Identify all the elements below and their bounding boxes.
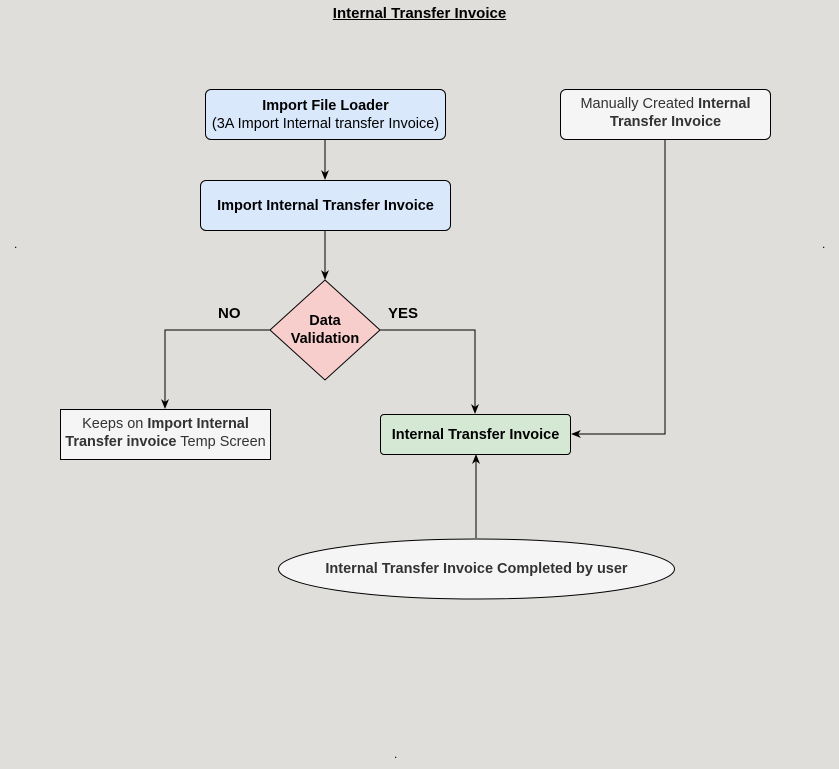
import-internal-transfer-invoice-label: Import Internal Transfer Invoice xyxy=(217,197,434,214)
completed-by-user-ellipse xyxy=(278,538,675,600)
data-validation-line2: Validation xyxy=(290,331,360,347)
dot-right: . xyxy=(822,237,826,251)
keeps-on-suffix: Temp Screen xyxy=(176,434,266,450)
edge-validation-yes xyxy=(380,329,479,414)
manually-created-node[interactable]: Manually Created Internal Transfer Invoi… xyxy=(560,89,771,140)
data-validation-diamond xyxy=(269,279,381,381)
completed-by-user-label: Internal Transfer Invoice Completed by u… xyxy=(325,561,628,577)
dot-left: . xyxy=(14,237,18,251)
dot-bottom: . xyxy=(394,747,398,761)
manually-created-prefix: Manually Created xyxy=(580,96,699,112)
manually-created-bold: Internal Transfer Invoice xyxy=(609,96,751,130)
internal-transfer-invoice-node[interactable]: Internal Transfer Invoice xyxy=(380,414,571,455)
data-validation-line1: Data xyxy=(309,313,341,329)
keeps-on-prefix: Keeps on xyxy=(82,416,148,432)
import-file-loader-title: Import File Loader xyxy=(262,97,389,114)
import-file-loader-node[interactable]: Import File Loader (3A Import Internal t… xyxy=(205,89,446,140)
diagram-title: Internal Transfer Invoice xyxy=(332,5,507,22)
import-file-loader-subtitle: (3A Import Internal transfer Invoice) xyxy=(211,115,440,132)
edge-validation-no xyxy=(161,329,270,409)
edge-manual-to-invoice xyxy=(571,139,666,438)
edge-label-no: NO xyxy=(218,305,241,322)
keeps-on-temp-screen-node[interactable]: Keeps on Import Internal Transfer invoic… xyxy=(60,409,271,460)
data-validation-node[interactable]: Data Validation xyxy=(270,280,380,380)
completed-by-user-node[interactable]: Internal Transfer Invoice Completed by u… xyxy=(278,538,675,600)
keeps-on-bold: Import Internal Transfer invoice xyxy=(65,416,249,450)
edge-label-yes: YES xyxy=(388,305,419,322)
internal-transfer-invoice-label: Internal Transfer Invoice xyxy=(391,426,560,443)
import-internal-transfer-invoice-node[interactable]: Import Internal Transfer Invoice xyxy=(200,180,451,231)
